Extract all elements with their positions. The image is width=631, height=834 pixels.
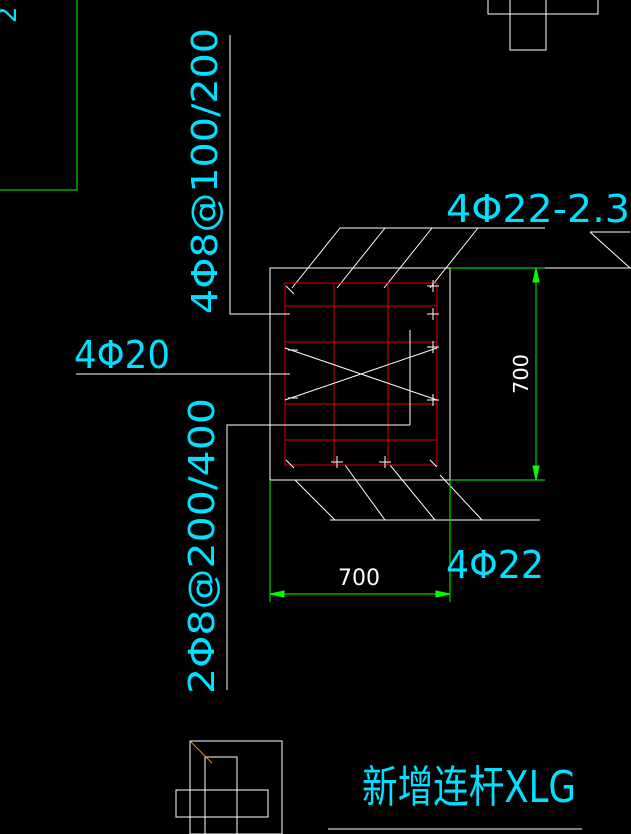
tie-label: 2Φ8@200/400 xyxy=(182,398,223,694)
section-hatching xyxy=(291,227,545,521)
top-bar-label: 4Φ22-2.3 xyxy=(446,187,630,231)
drawing-title: 新增连杆XLG xyxy=(362,762,576,813)
height-dimension-label: 700 xyxy=(509,354,533,394)
width-dimension-label: 700 xyxy=(338,566,380,591)
leader-lines xyxy=(76,35,631,690)
width-dimension xyxy=(269,480,451,602)
cross-ties xyxy=(284,330,438,425)
side-bar-label: 4Φ20 xyxy=(74,333,170,377)
bottom-bar-label: 4Φ22 xyxy=(446,543,544,587)
rebar-cage xyxy=(284,282,438,466)
top-left-frame xyxy=(0,0,78,191)
axis-symbol xyxy=(175,740,283,834)
height-dimension xyxy=(450,267,545,481)
corner-mark: 2 xyxy=(0,6,23,23)
top-right-symbol xyxy=(487,0,599,51)
bar-marks xyxy=(285,280,439,469)
stirrup-label: 4Φ8@100/200 xyxy=(185,28,226,314)
